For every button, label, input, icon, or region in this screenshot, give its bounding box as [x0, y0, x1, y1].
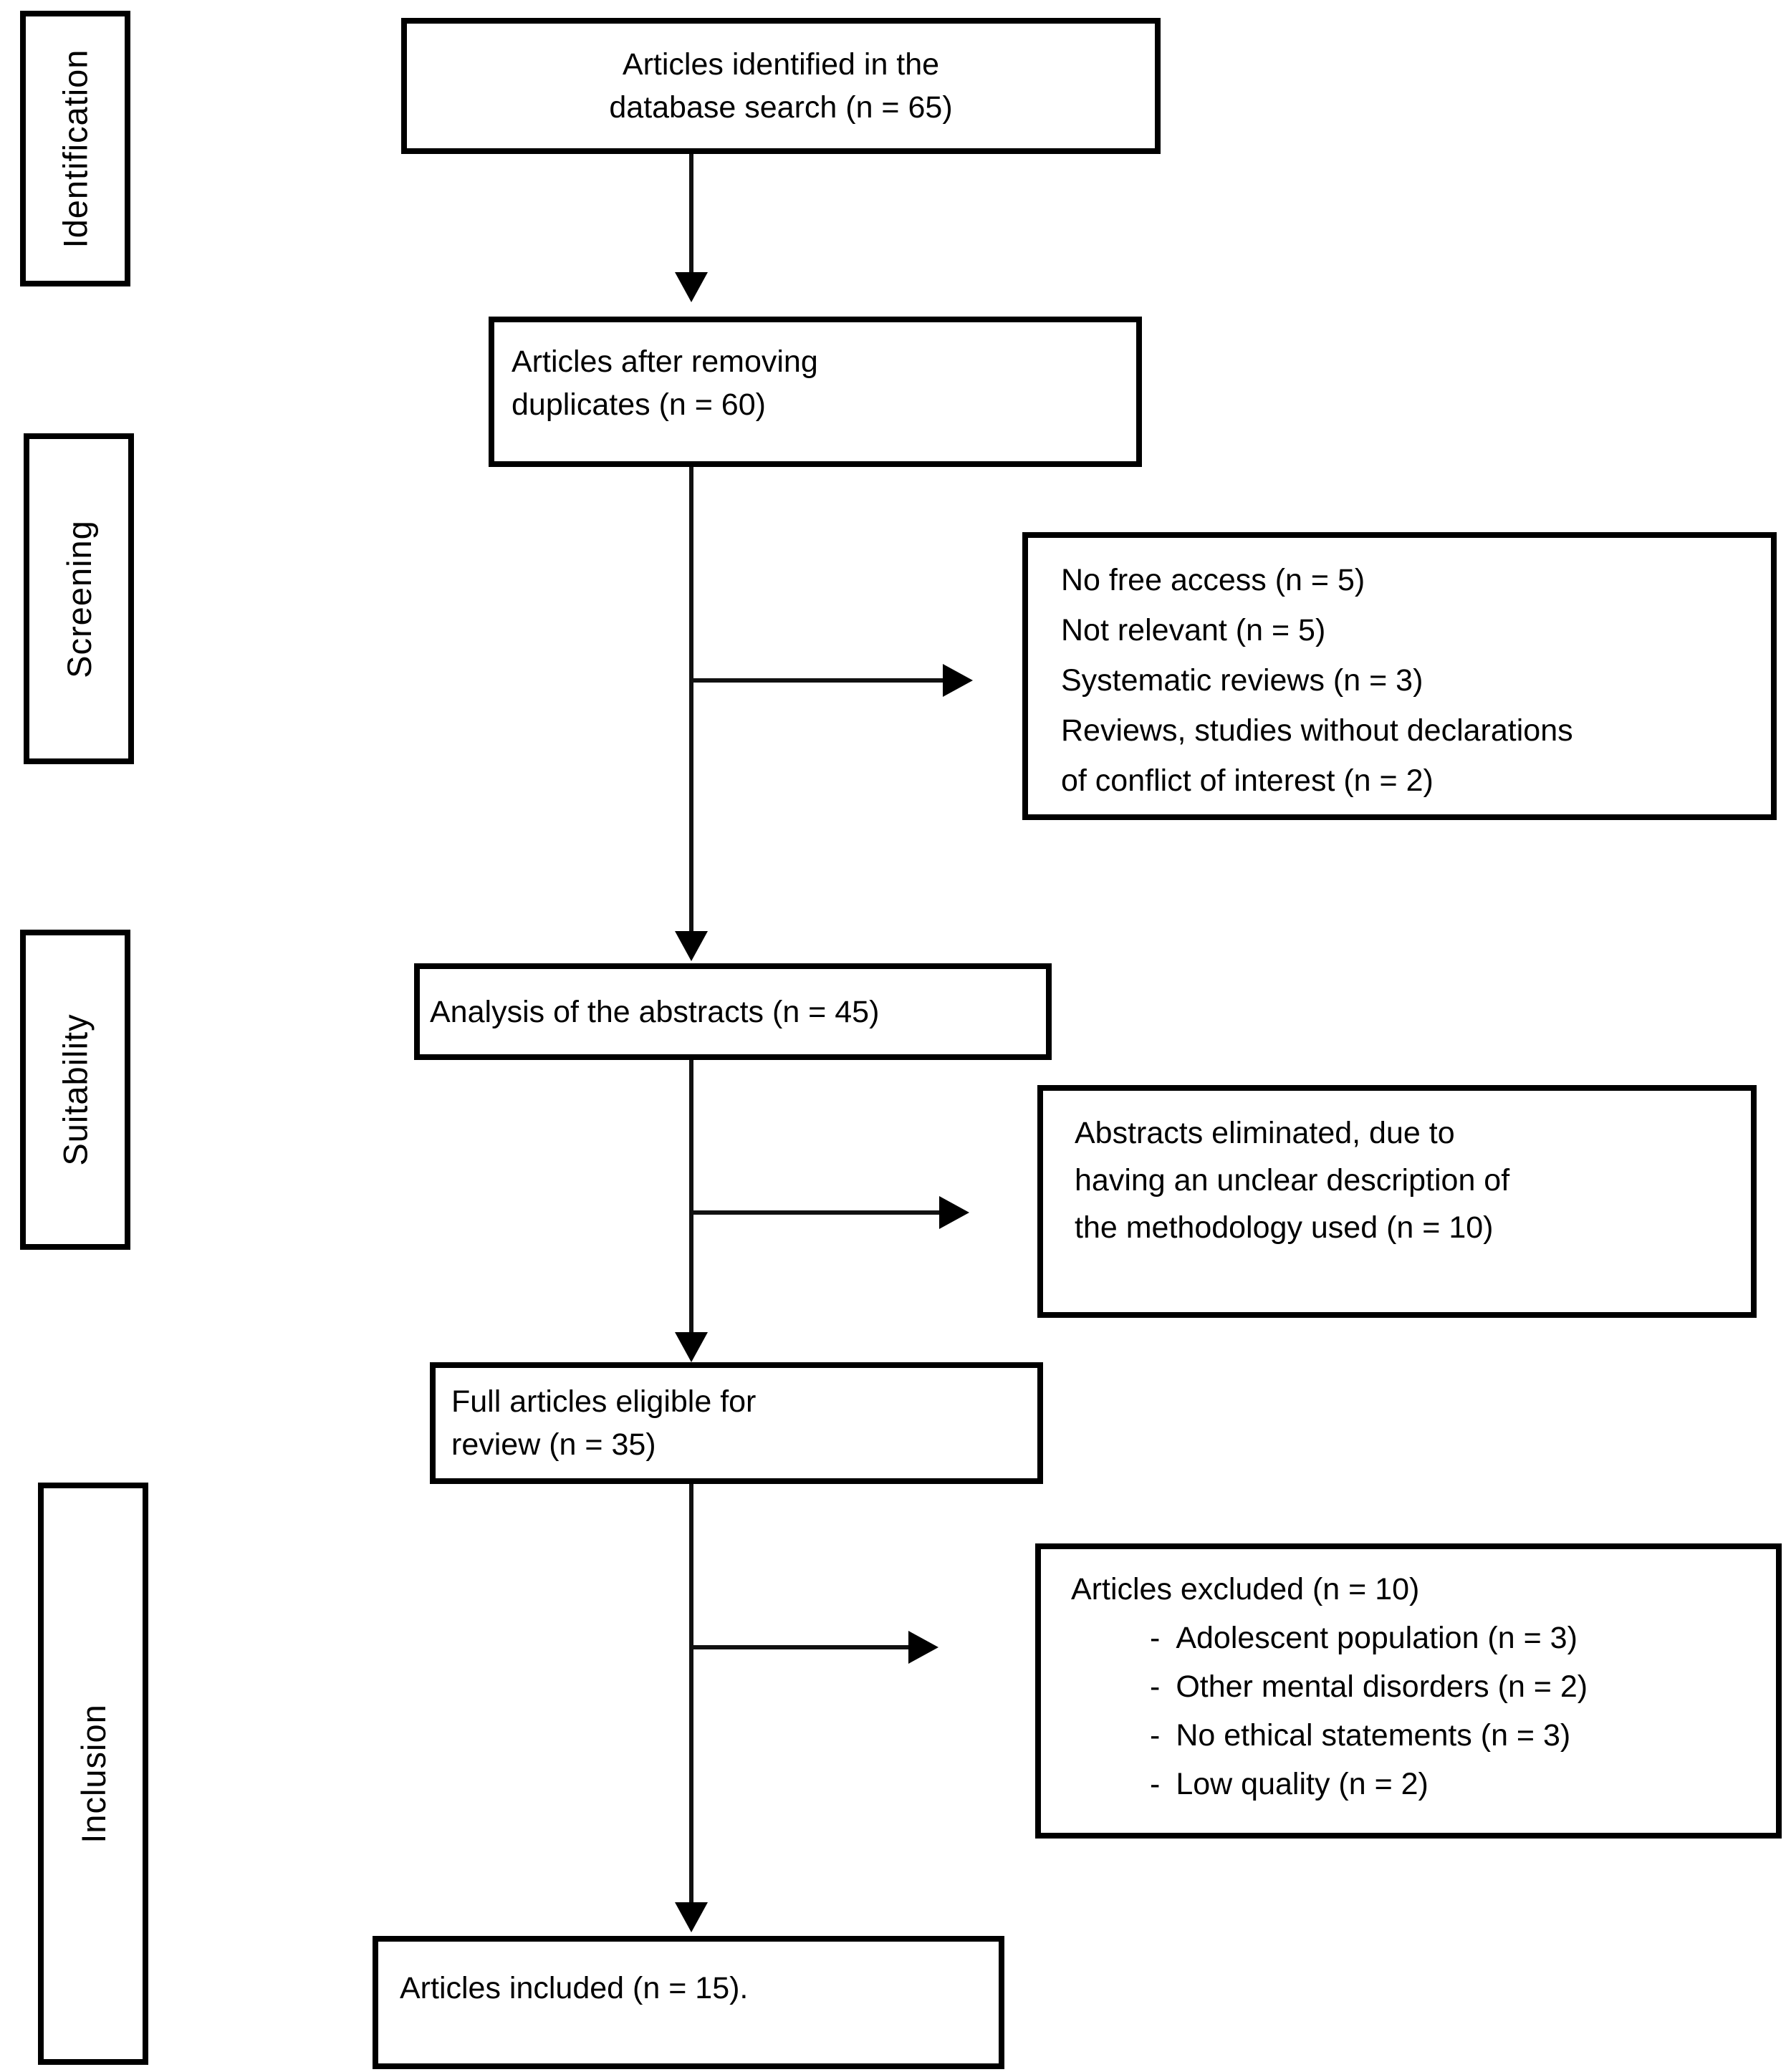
connector-branch-abstract-exclusions	[693, 1210, 941, 1215]
exclusion-line: the methodology used (n = 10)	[1075, 1210, 1494, 1245]
arrowhead-down-icon	[675, 272, 708, 302]
connector-full-articles-to-included	[689, 1484, 693, 1904]
flow-box-text-line: Analysis of the abstracts (n = 45)	[430, 994, 880, 1029]
flow-box-text-line: Full articles eligible for	[451, 1384, 757, 1419]
exclusion-line: having an unclear description of	[1075, 1163, 1510, 1198]
exclusion-line: Systematic reviews (n = 3)	[1061, 663, 1423, 698]
bullet-dash: -	[1150, 1669, 1161, 1704]
stage-box-identification: Identification	[20, 11, 130, 286]
stage-label-identification: Identification	[56, 49, 95, 249]
flow-box-full-articles: Full articles eligible for review (n = 3…	[430, 1362, 1043, 1484]
arrowhead-down-icon	[675, 1902, 708, 1932]
bullet-dash: -	[1150, 1767, 1161, 1801]
stage-box-suitability: Suitability	[20, 930, 130, 1250]
bullet-text: No ethical statements (n = 3)	[1176, 1718, 1571, 1753]
exclusion-line: Reviews, studies without declarations	[1061, 713, 1573, 748]
exclusion-line: of conflict of interest (n = 2)	[1061, 763, 1434, 798]
side-box-abstract-exclusions: Abstracts eliminated, due to having an u…	[1037, 1085, 1757, 1318]
flow-box-text-line: Articles after removing	[512, 344, 818, 379]
exclusion-bullet-item: -Low quality (n = 2)	[1041, 1760, 1764, 1808]
arrowhead-right-icon	[943, 664, 973, 697]
bullet-dash: -	[1150, 1621, 1161, 1655]
flow-box-articles-identified: Articles identified in the database sear…	[401, 18, 1161, 154]
flow-box-text-line: database search (n = 65)	[609, 90, 953, 125]
stage-label-suitability: Suitability	[56, 1013, 95, 1166]
arrowhead-right-icon	[908, 1631, 938, 1664]
flow-box-abstract-analysis: Analysis of the abstracts (n = 45)	[414, 963, 1052, 1060]
connector-branch-screening-exclusions	[693, 678, 944, 683]
flow-box-text-line: Articles included (n = 15).	[400, 1971, 749, 2005]
side-box-fulltext-exclusions: Articles excluded (n = 10) -Adolescent p…	[1035, 1543, 1782, 1839]
flow-box-text-line: duplicates (n = 60)	[512, 387, 766, 422]
stage-label-inclusion: Inclusion	[74, 1704, 112, 1844]
connector-duplicates-to-abstracts	[689, 467, 693, 933]
bullet-text: Low quality (n = 2)	[1176, 1767, 1429, 1801]
bullet-text: Adolescent population (n = 3)	[1176, 1621, 1578, 1655]
bullet-text: Other mental disorders (n = 2)	[1176, 1669, 1588, 1704]
exclusion-line: Abstracts eliminated, due to	[1075, 1116, 1455, 1150]
arrowhead-right-icon	[939, 1196, 969, 1229]
exclusion-line: No free access (n = 5)	[1061, 563, 1365, 597]
connector-abstracts-to-full-articles	[689, 1060, 693, 1334]
connector-branch-fulltext-exclusions	[693, 1645, 910, 1649]
flow-box-text-line: Articles identified in the	[622, 47, 940, 82]
exclusion-bullet-item: -Adolescent population (n = 3)	[1041, 1614, 1764, 1662]
exclusion-header: Articles excluded (n = 10)	[1071, 1572, 1420, 1606]
flow-box-text-line: review (n = 35)	[451, 1427, 656, 1462]
stage-box-screening: Screening	[24, 433, 134, 764]
exclusion-bullet-item: -Other mental disorders (n = 2)	[1041, 1662, 1764, 1711]
arrowhead-down-icon	[675, 1332, 708, 1362]
stage-label-screening: Screening	[59, 519, 98, 678]
flow-box-articles-included: Articles included (n = 15).	[373, 1936, 1004, 2069]
connector-identified-to-duplicates	[689, 154, 693, 274]
side-box-screening-exclusions: No free access (n = 5) Not relevant (n =…	[1022, 532, 1777, 820]
arrowhead-down-icon	[675, 931, 708, 961]
stage-box-inclusion: Inclusion	[38, 1483, 148, 2065]
exclusion-bullet-item: -No ethical statements (n = 3)	[1041, 1711, 1764, 1760]
bullet-dash: -	[1150, 1718, 1161, 1753]
exclusion-line: Not relevant (n = 5)	[1061, 613, 1326, 647]
flow-box-after-duplicates: Articles after removing duplicates (n = …	[489, 317, 1142, 467]
